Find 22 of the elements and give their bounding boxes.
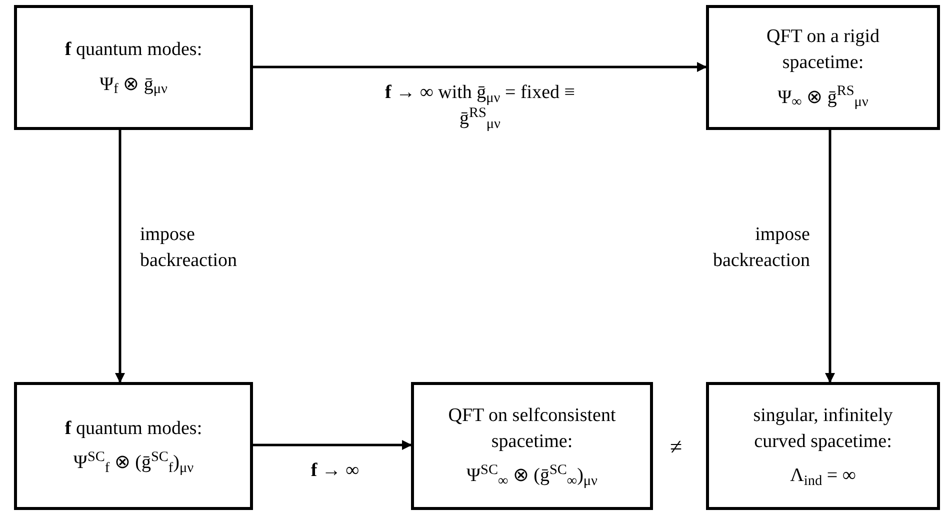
process-box [706,382,940,510]
process-box [14,5,253,130]
not-equal-sign: ≠ [670,433,682,461]
node-title: QFT on a rigid spacetime: [765,25,881,76]
process-box [14,382,253,510]
node-title: QFT on selfconsistent spacetime: [447,404,617,454]
edge-label: impose backreaction [712,223,810,274]
node-formula: Ψ$^{SC}$$_{f}$ ⊗ (ḡ$^{SC}$$_{f}$)$_{μν}$ [73,450,194,476]
process-box [411,382,653,510]
node-formula: Λ$_{ind}$ = ∞ [790,464,856,490]
edge-label: impose backreaction [140,223,238,274]
process-box [706,5,940,130]
node-title: f quantum modes: [64,416,202,441]
node-title: f quantum modes: [64,38,202,62]
edge-label: f → ∞ [310,459,360,483]
node-formula: Ψ$_{f}$ ⊗ ḡ$_{μν}$ [100,72,168,98]
arrow [253,62,707,72]
arrow [253,440,412,450]
arrow [115,130,125,383]
node-formula: Ψ$^{SC}$$_{∞}$ ⊗ (ḡ$^{SC}$$_{∞}$)$_{μν}$ [466,463,598,490]
node-title: singular, infinitely curved spacetime: [752,404,894,454]
arrow [825,130,835,383]
